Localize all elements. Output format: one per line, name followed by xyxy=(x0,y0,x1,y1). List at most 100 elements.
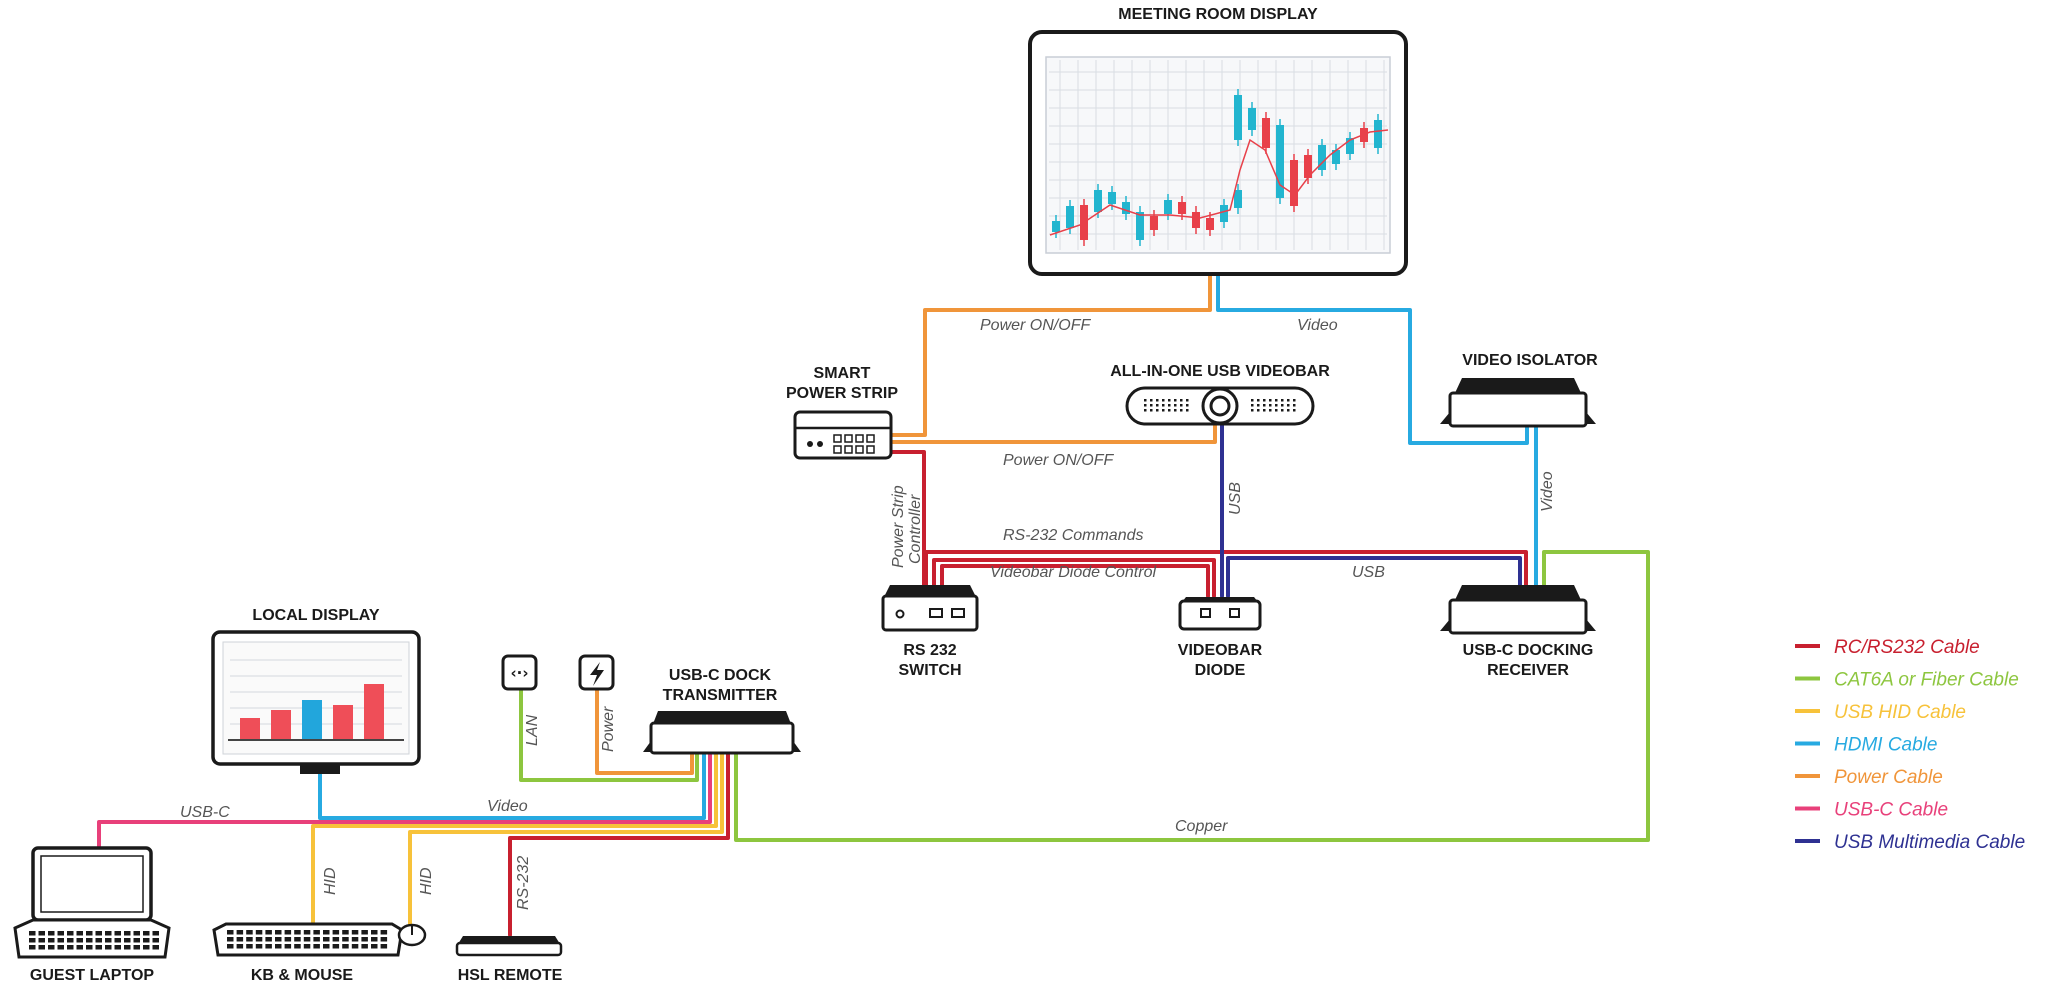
candle-body xyxy=(1192,212,1200,228)
kb-mouse-label: KB & MOUSE xyxy=(251,967,354,984)
usb-c-docking-receiver xyxy=(1440,585,1596,635)
candle-body xyxy=(1178,202,1186,214)
candle-body xyxy=(1136,212,1144,240)
keyboard-and-mouse xyxy=(212,922,427,957)
rs232-cable-remote xyxy=(508,751,730,937)
usb-c-dock-transmitter xyxy=(643,711,801,755)
all-in-one-videobar xyxy=(1125,386,1315,426)
cable-label-usb-vertical: USB xyxy=(1227,482,1244,515)
hsl-remote-label: HSL REMOTE xyxy=(458,967,563,984)
rs232-diode-control-2 xyxy=(940,564,1210,598)
power-icon xyxy=(578,654,615,691)
legend-label: Power Cable xyxy=(1834,767,1943,788)
usb-multimedia-receiver xyxy=(1226,556,1522,598)
candle-body xyxy=(1206,218,1214,230)
candle-body xyxy=(1220,205,1228,222)
smart-power-strip xyxy=(793,410,893,460)
bar-chart-graphic xyxy=(240,684,384,740)
legend-label: USB-C Cable xyxy=(1834,800,1948,821)
cable-label-diode-control: Videobar Diode Control xyxy=(990,564,1156,581)
video-isolator-label: VIDEO ISOLATOR xyxy=(1462,352,1598,369)
legend-item: Power Cable xyxy=(1795,767,1943,788)
rs232-switch-label-1: RS 232 xyxy=(903,642,956,659)
cable-layer xyxy=(97,273,1650,937)
candle-body xyxy=(1304,155,1312,178)
bar-graphic xyxy=(271,710,291,740)
smart-power-strip-label-2: POWER STRIP xyxy=(786,385,898,402)
power-cable-display xyxy=(890,273,1212,437)
legend-label: RC/RS232 Cable xyxy=(1834,637,1980,658)
candle-body xyxy=(1122,202,1130,214)
videobar-diode-label-2: DIODE xyxy=(1195,662,1246,679)
hsl-remote xyxy=(455,936,563,957)
cable-label-power-strip-controller-2: Controller xyxy=(907,494,924,564)
local-display xyxy=(211,630,421,774)
smart-power-strip-label-1: SMART xyxy=(814,365,871,382)
hdmi-cable-display xyxy=(1216,273,1529,445)
cable-label-video-local: Video xyxy=(487,798,528,815)
legend-label: HDMI Cable xyxy=(1834,735,1937,756)
bar-graphic xyxy=(333,705,353,740)
cable-label-usb-horizontal: USB xyxy=(1352,564,1385,581)
cable-label-lan: LAN xyxy=(524,714,541,746)
candle-body xyxy=(1234,190,1242,208)
cable-label-usbc: USB-C xyxy=(180,804,230,821)
candle-body xyxy=(1234,95,1242,140)
candle-body xyxy=(1262,118,1270,148)
candle-body xyxy=(1248,108,1256,130)
candle-body xyxy=(1052,221,1060,232)
guest-laptop xyxy=(13,846,171,959)
candle-body xyxy=(1150,216,1158,230)
legend-item: USB HID Cable xyxy=(1795,702,1966,723)
legend-label: USB Multimedia Cable xyxy=(1834,832,2025,853)
usbc-cable-laptop xyxy=(97,751,712,849)
cable-label-power-on-off-top: Power ON/OFF xyxy=(980,317,1091,334)
cable-labels: Power ON/OFF Video Power ON/OFF USB Powe… xyxy=(180,317,1556,910)
cable-label-power: Power xyxy=(600,706,617,752)
bar-graphic xyxy=(240,718,260,740)
candle-body xyxy=(1318,145,1326,170)
guest-laptop-label: GUEST LAPTOP xyxy=(30,967,154,984)
legend-item: USB Multimedia Cable xyxy=(1795,832,2025,853)
videobar-diode-label-1: VIDEOBAR xyxy=(1178,642,1263,659)
dock-transmitter-label-1: USB-C DOCK xyxy=(669,667,772,684)
candle-body xyxy=(1066,206,1074,228)
dock-transmitter-label-2: TRANSMITTER xyxy=(663,687,778,704)
videobar-label: ALL-IN-ONE USB VIDEOBAR xyxy=(1110,363,1330,380)
usb-hid-cable-kb xyxy=(311,751,718,927)
legend-item: HDMI Cable xyxy=(1795,735,1937,756)
cable-label-power-on-off-mid: Power ON/OFF xyxy=(1003,452,1114,469)
bar-graphic xyxy=(364,684,384,740)
meeting-room-display-label: MEETING ROOM DISPLAY xyxy=(1118,6,1318,23)
candle-body xyxy=(1346,138,1354,154)
candle-body xyxy=(1276,125,1284,198)
candle-body xyxy=(1164,200,1172,214)
cable-label-hid-mouse: HID xyxy=(418,867,435,895)
cable-label-video-isolator: Video xyxy=(1539,471,1556,512)
candle-body xyxy=(1290,160,1298,206)
meeting-room-display xyxy=(1028,30,1408,276)
cable-label-rs232-remote: RS-232 xyxy=(515,856,532,910)
legend-item: CAT6A or Fiber Cable xyxy=(1795,670,2019,691)
cable-label-power-strip-controller-1: Power Strip xyxy=(890,485,907,568)
cat6a-lan-cable xyxy=(519,688,699,782)
rs232-switch xyxy=(881,585,979,632)
lan-icon: ‹·› xyxy=(501,654,538,691)
videobar-diode xyxy=(1178,597,1262,631)
usb-hid-cable-mouse xyxy=(408,751,724,927)
cable-label-video-top: Video xyxy=(1297,317,1338,334)
svg-text:‹·›: ‹·› xyxy=(510,664,528,682)
legend-item: RC/RS232 Cable xyxy=(1795,637,1980,658)
cable-label-copper: Copper xyxy=(1175,818,1228,835)
candle-body xyxy=(1094,190,1102,212)
candle-body xyxy=(1332,150,1340,164)
rs232-switch-label-2: SWITCH xyxy=(898,662,961,679)
hdmi-cable-local xyxy=(318,751,706,820)
legend-label: USB HID Cable xyxy=(1834,702,1966,723)
rs232-commands-cable xyxy=(924,550,1528,590)
candle-body xyxy=(1374,120,1382,148)
cable-label-rs232-commands: RS-232 Commands xyxy=(1003,527,1144,544)
docking-receiver-label-2: RECEIVER xyxy=(1487,662,1569,679)
